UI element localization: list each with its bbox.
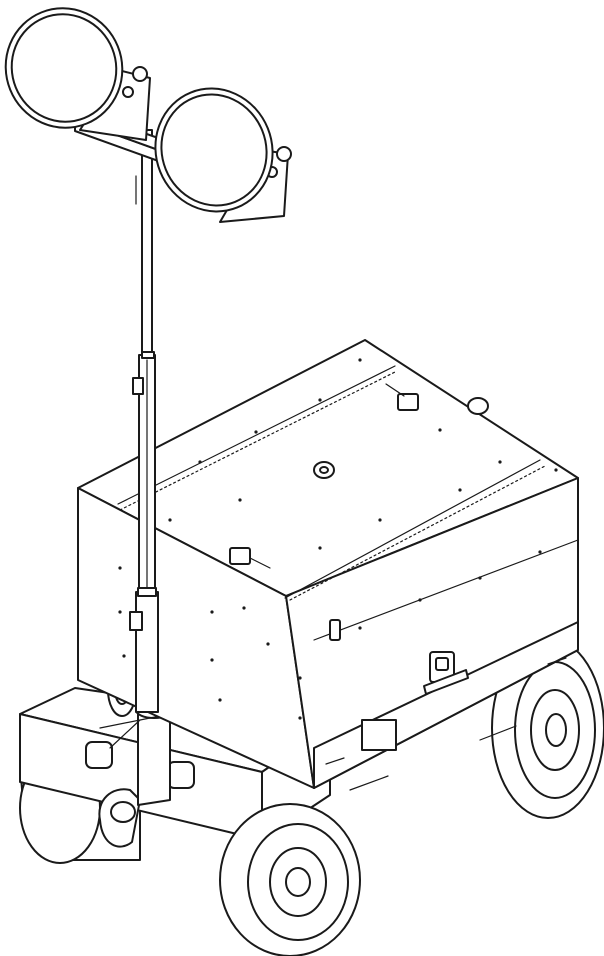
floodlight-right: [154, 87, 292, 223]
telescopic-mast: [129, 129, 159, 713]
floodlight-left: [4, 7, 151, 141]
generator-enclosure: [77, 339, 579, 791]
front-right-wheel: [219, 803, 361, 956]
